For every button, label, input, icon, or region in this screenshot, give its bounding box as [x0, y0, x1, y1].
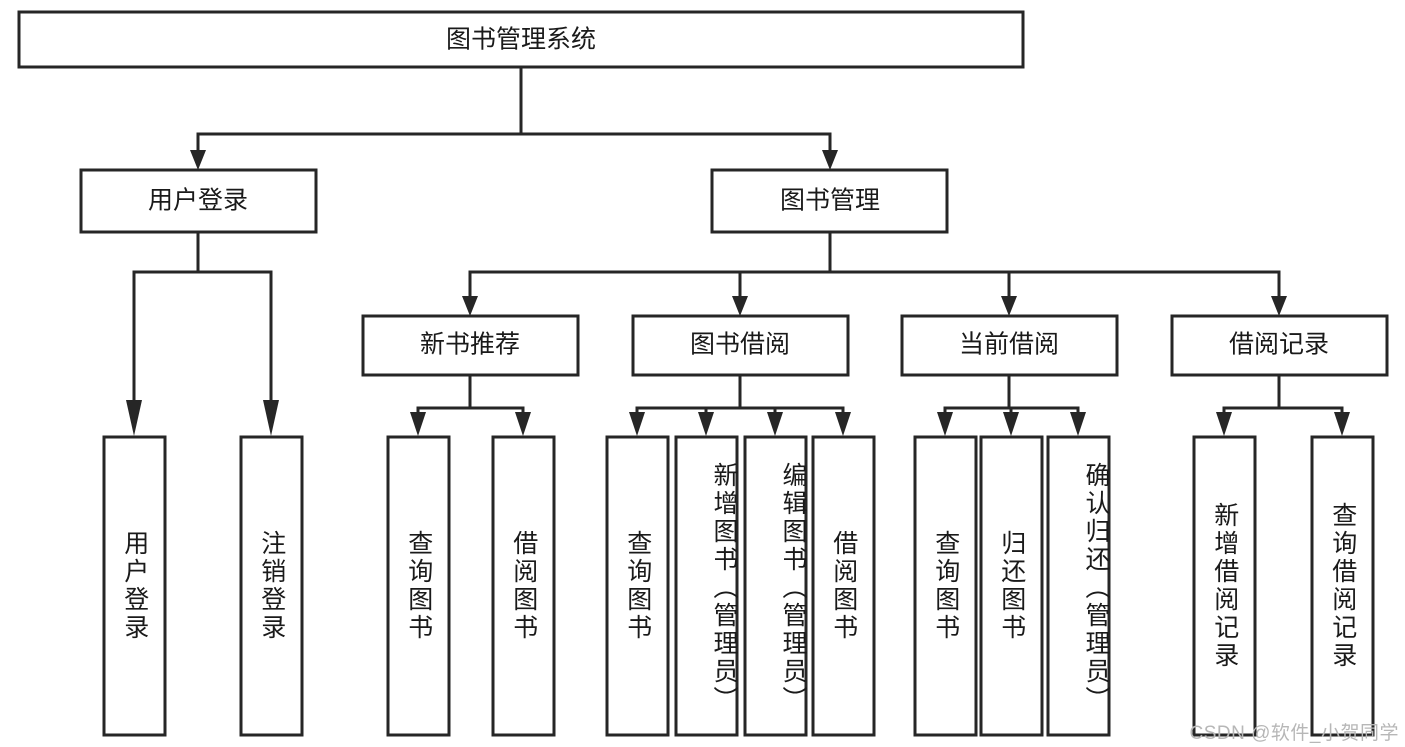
node-leaf-borrow-book-2-box[interactable]: [811, 435, 876, 737]
arrow-leaf-return-book: [1003, 412, 1019, 436]
node-leaf-edit-book-box[interactable]: [743, 435, 808, 737]
node-borrow-record-box[interactable]: [1170, 314, 1389, 377]
arrow-leaf-query-record: [1334, 412, 1350, 436]
node-current-borrow-label: 当前借阅: [959, 331, 1059, 359]
watermark-text: CSDN @软件_小贺同学: [1189, 723, 1399, 744]
arrow-new-book-recommend: [462, 296, 478, 316]
node-leaf-user-login-box[interactable]: [102, 435, 167, 737]
arrow-book-borrow: [732, 296, 748, 316]
arrow-current-borrow: [1001, 296, 1017, 316]
node-root-label: 图书管理系统: [446, 26, 596, 54]
node-new-book-recommend-box[interactable]: [361, 314, 580, 377]
arrow-user-login: [190, 150, 206, 170]
arrow-leaf-edit-book: [767, 412, 783, 436]
arrow-leaf-add-book: [698, 412, 714, 436]
node-leaf-query-record-box[interactable]: [1310, 435, 1375, 737]
node-leaf-user-logout-box[interactable]: [239, 435, 304, 737]
node-leaf-add-book-box[interactable]: [674, 435, 739, 737]
arrow-leaf-borrow-book-1: [515, 412, 531, 436]
node-leaf-add-record-box[interactable]: [1192, 435, 1257, 737]
node-leaf-query-book-3-box[interactable]: [913, 435, 978, 737]
arrow-leaf-borrow-book-2: [835, 412, 851, 436]
node-book-management-label: 图书管理: [780, 187, 880, 215]
node-leaf-confirm-return-box[interactable]: [1046, 435, 1111, 737]
node-leaf-query-book-1-box[interactable]: [386, 435, 451, 737]
node-borrow-record-label: 借阅记录: [1229, 331, 1329, 359]
node-user-login-label: 用户登录: [148, 187, 248, 215]
arrow-leaf-query-book-1: [410, 412, 426, 436]
connectors-layer: [126, 65, 1350, 436]
node-leaf-query-book-2-box[interactable]: [605, 435, 670, 737]
arrow-leaf-query-book-3: [937, 412, 953, 436]
node-book-borrow-label: 图书借阅: [690, 331, 790, 359]
arrow-leaf-add-record: [1216, 412, 1232, 436]
node-root-box[interactable]: [17, 10, 1025, 69]
nodes-layer: 图书管理系统 用户登录 图书管理 新书推荐 图书借阅 当前借阅 借阅记录: [17, 10, 1389, 737]
node-leaf-borrow-book-1-box[interactable]: [491, 435, 556, 737]
node-current-borrow-box[interactable]: [900, 314, 1119, 377]
node-book-borrow-box[interactable]: [631, 314, 850, 377]
arrow-book-management: [822, 150, 838, 170]
arrow-leaf-confirm-return: [1070, 412, 1086, 436]
arrow-leaf-user-login: [126, 400, 142, 436]
arrow-leaf-query-book-2: [629, 412, 645, 436]
arrow-borrow-record: [1271, 296, 1287, 316]
node-user-login-box[interactable]: [79, 168, 318, 234]
node-book-management-box[interactable]: [710, 168, 949, 234]
arrow-leaf-user-logout: [263, 400, 279, 436]
node-new-book-recommend-label: 新书推荐: [420, 331, 520, 359]
node-leaf-return-book-box[interactable]: [979, 435, 1044, 737]
